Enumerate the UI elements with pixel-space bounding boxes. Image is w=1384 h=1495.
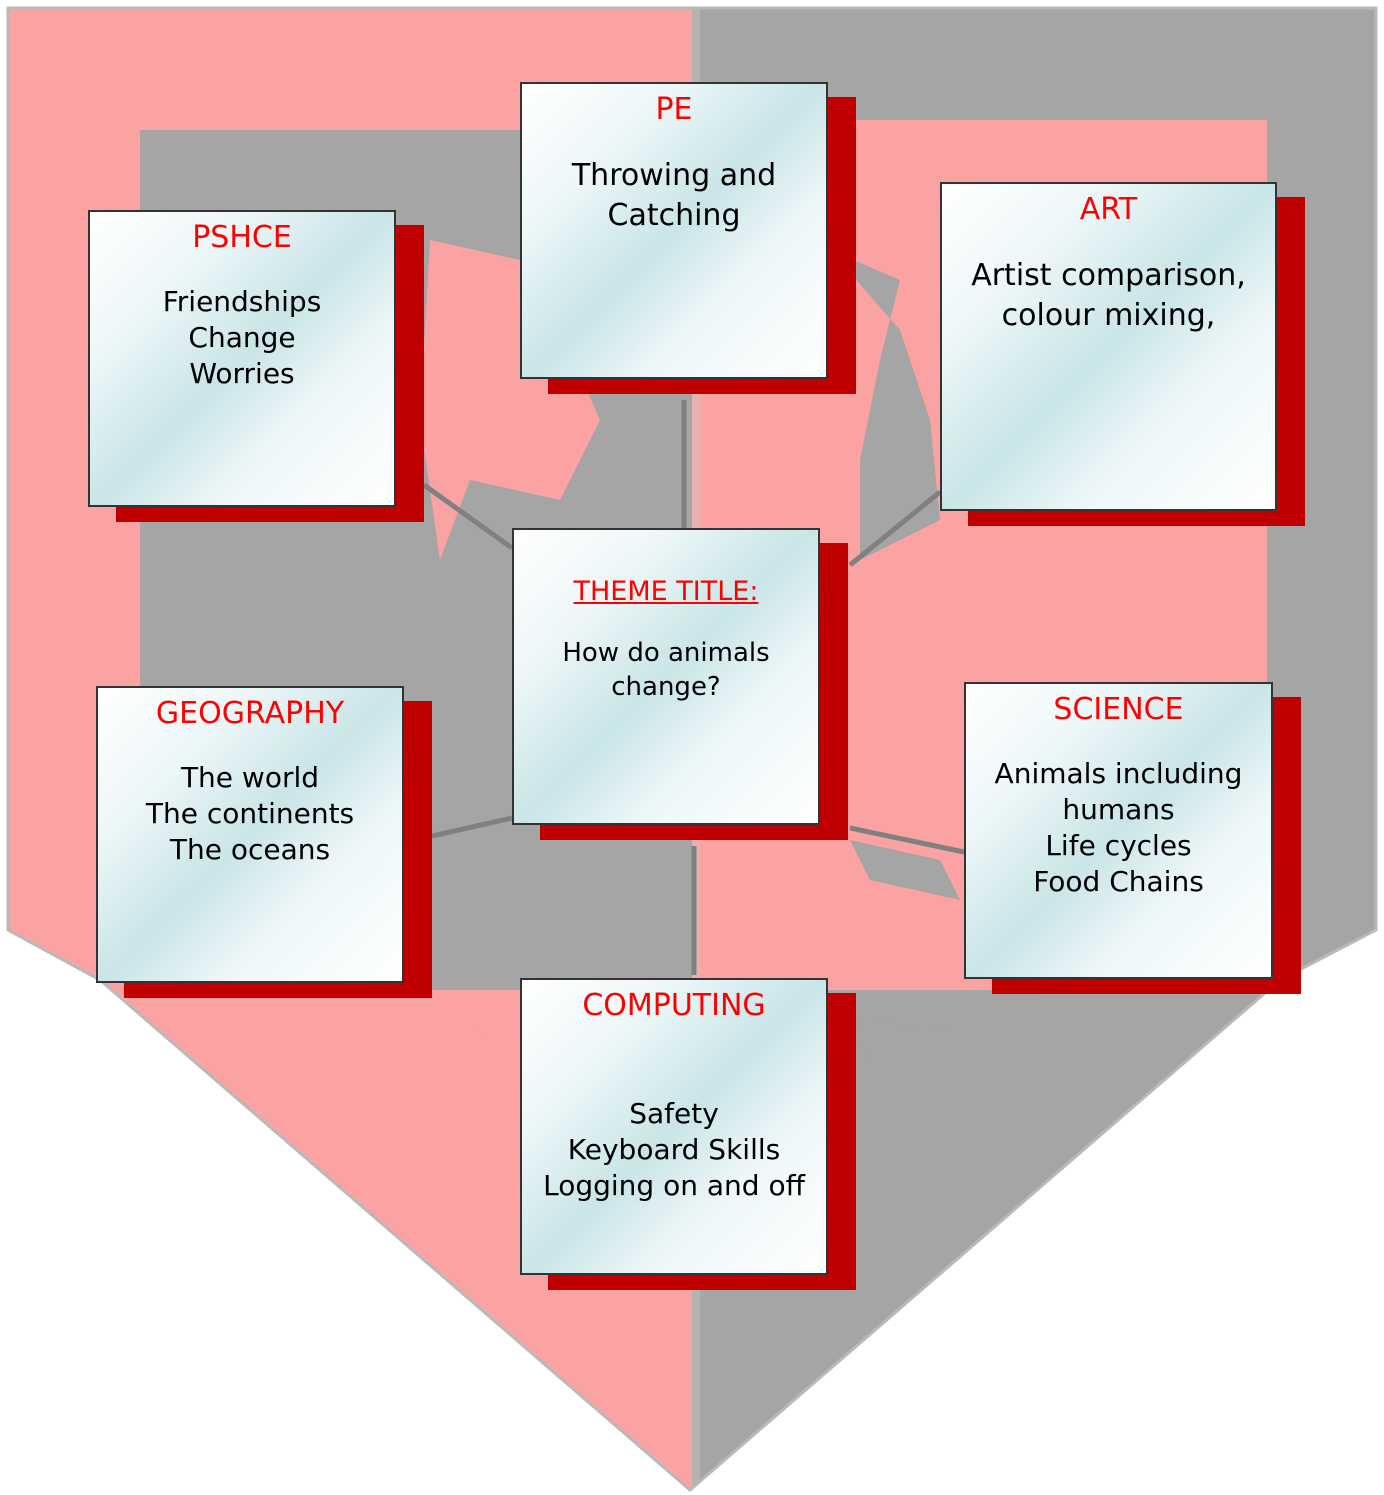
theme-title-box: THEME TITLE: How do animals change? [512,528,820,825]
connector-art [848,490,942,567]
connector-geography [431,815,513,839]
connector-science [849,825,965,855]
subject-title-pe: PE [655,92,693,127]
subject-title-pshce: PSHCE [192,220,292,255]
subject-body-geography: The world The continents The oceans [145,761,355,866]
subject-body-art: Artist comparison, colour mixing, [971,258,1246,333]
subject-box-computing: COMPUTING Safety Keyboard Skills Logging… [520,978,828,1275]
subject-body-pe: Throwing and Catching [571,158,777,233]
subject-title-geography: GEOGRAPHY [155,696,345,731]
subject-title-computing: COMPUTING [582,988,766,1023]
subject-box-geography: GEOGRAPHY The world The continents The o… [96,686,404,983]
subject-body-science: Animals including humans Life cycles Foo… [994,757,1243,898]
subject-box-pe: PE Throwing and Catching [520,82,828,379]
subject-body-pshce: Friendships Change Worries [162,285,322,390]
subject-box-art: ART Artist comparison, colour mixing, [940,182,1277,511]
theme-title-question: How do animals change? [562,638,770,702]
subject-title-science: SCIENCE [1053,692,1184,727]
subject-box-pshce: PSHCE Friendships Change Worries [88,210,396,507]
connector-pshce [422,482,514,551]
subject-title-art: ART [1079,192,1138,227]
theme-title-label: THEME TITLE: [573,576,759,607]
subject-body-computing: Safety Keyboard Skills Logging on and of… [543,1097,805,1202]
subject-box-science: SCIENCE Animals including humans Life cy… [964,682,1273,979]
